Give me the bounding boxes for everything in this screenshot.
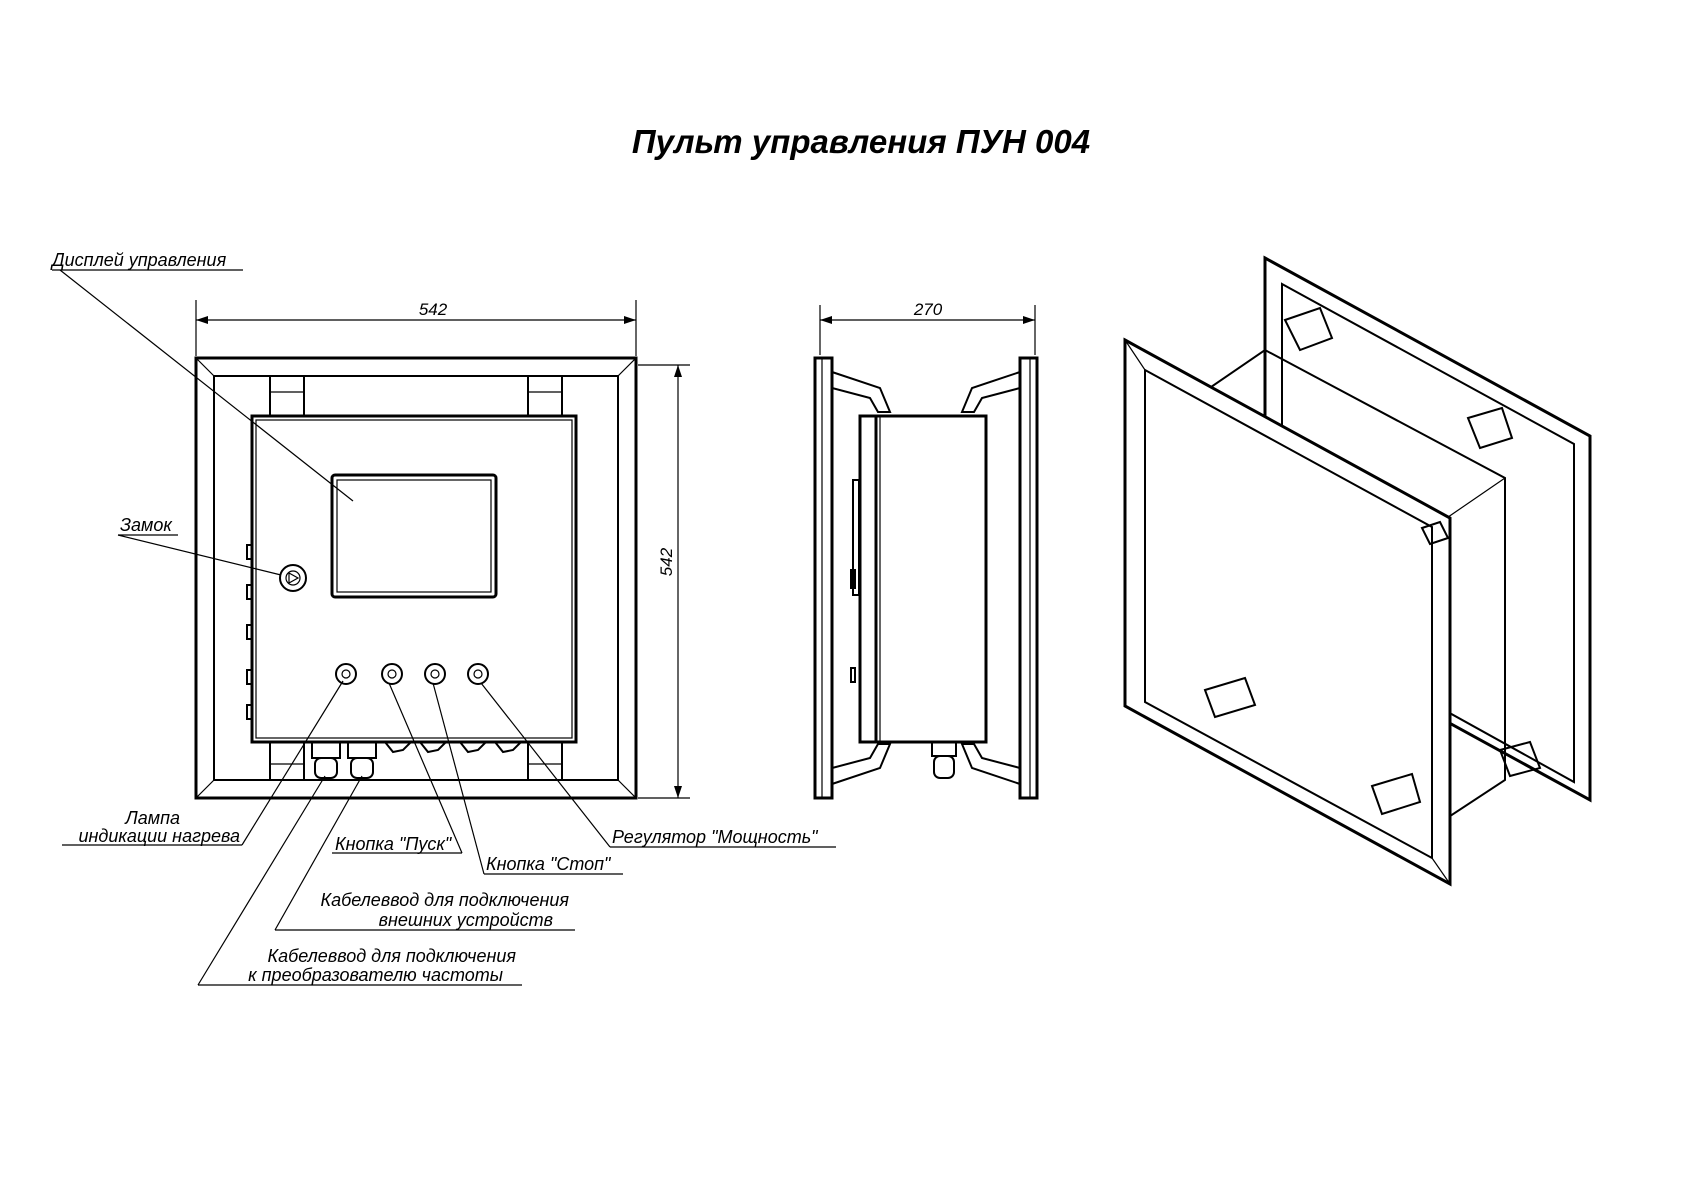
side-frame-left bbox=[813, 356, 834, 800]
callout-power-regulator: Регулятор "Мощность" bbox=[612, 827, 819, 847]
callout-gland-external-line1: Кабелеввод для подключения bbox=[321, 890, 570, 910]
callout-start-button: Кнопка "Пуск" bbox=[335, 834, 453, 854]
leader-lines bbox=[52, 269, 836, 986]
front-view: 542 542 bbox=[194, 300, 690, 800]
power-regulator-icon bbox=[467, 663, 489, 685]
cable-glands bbox=[311, 741, 522, 779]
gland-external-icon bbox=[350, 757, 374, 779]
front-frame-inner bbox=[213, 375, 619, 781]
drawing-title: Пульт управления ПУН 004 bbox=[632, 123, 1090, 160]
side-depth-dimension: 270 bbox=[913, 300, 943, 319]
gland-converter-icon bbox=[314, 757, 338, 779]
callout-lock: Замок bbox=[120, 515, 173, 535]
front-buttons bbox=[335, 663, 489, 685]
callouts: Дисплей управления Замок Лампа индикации… bbox=[50, 250, 819, 985]
callout-stop-button: Кнопка "Стоп" bbox=[486, 854, 612, 874]
callout-gland-external-line2: внешних устройств bbox=[379, 910, 553, 930]
callout-lamp-line1: Лампа bbox=[124, 808, 180, 828]
lock-icon bbox=[279, 564, 307, 592]
stop-button-icon bbox=[424, 663, 446, 685]
lamp-indicator-icon bbox=[335, 663, 357, 685]
front-width-dimension: 542 bbox=[419, 300, 448, 319]
callout-lamp-line2: индикации нагрева bbox=[78, 826, 240, 846]
callout-gland-converter-line1: Кабелеввод для подключения bbox=[268, 946, 517, 966]
control-display bbox=[330, 473, 498, 599]
side-cabinet bbox=[874, 414, 988, 744]
callout-display: Дисплей управления bbox=[50, 250, 227, 270]
callout-gland-converter-line2: к преобразователю частоты bbox=[248, 965, 503, 985]
side-view: 270 bbox=[813, 300, 1039, 800]
isometric-view bbox=[1123, 255, 1592, 887]
side-frame-right bbox=[1018, 356, 1039, 800]
start-button-icon bbox=[381, 663, 403, 685]
front-height-dimension: 542 bbox=[657, 547, 676, 576]
